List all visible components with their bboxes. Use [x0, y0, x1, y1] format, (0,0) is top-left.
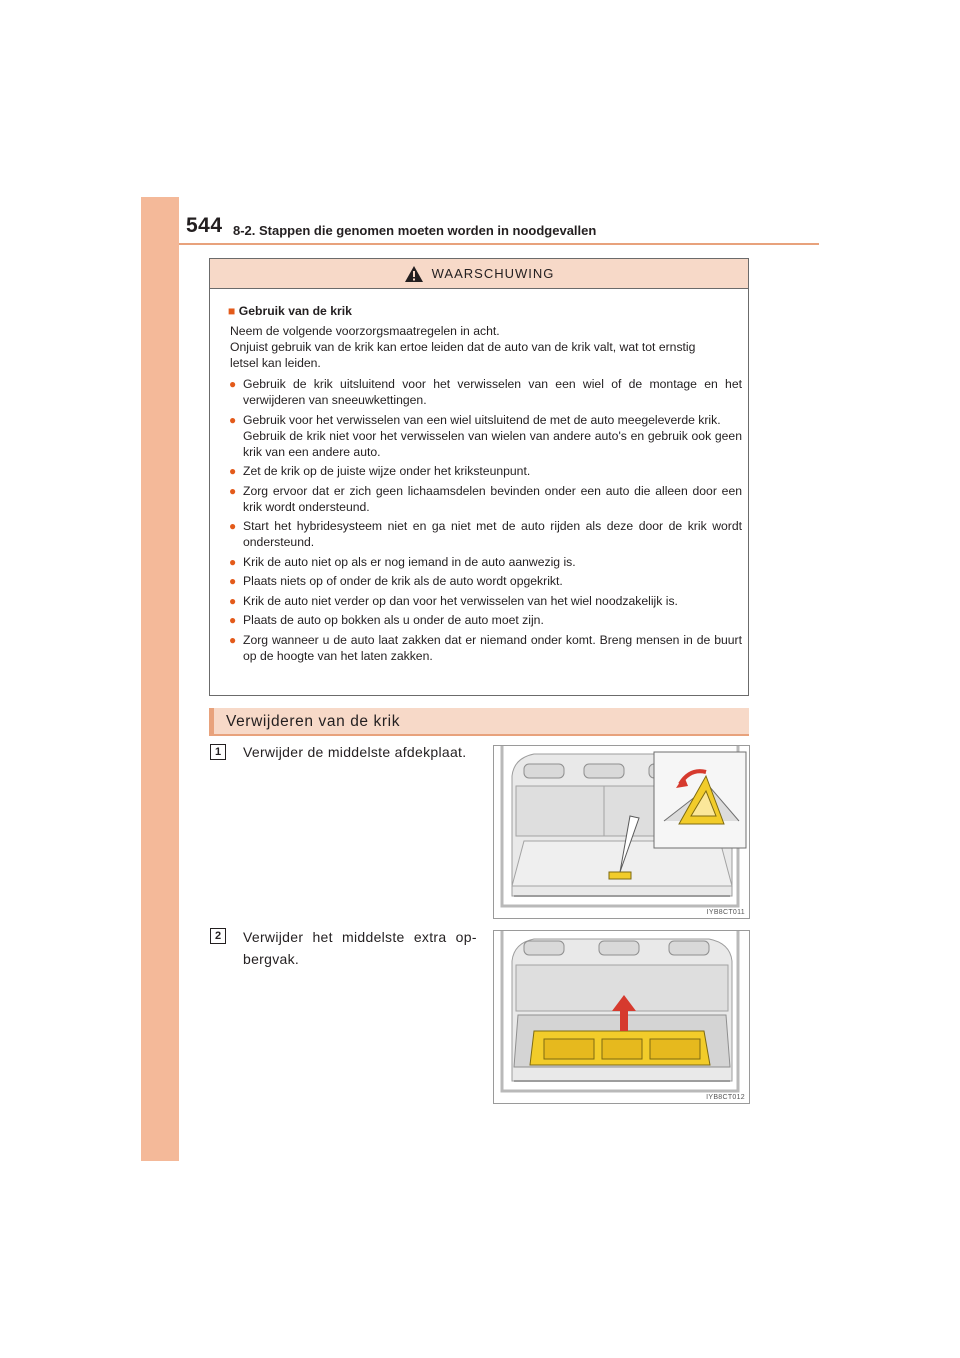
bullet-item: ●Krik de auto niet op als er nog iemand …	[229, 554, 576, 569]
bullet-item: ●Plaats de auto op bokken als u onder de…	[229, 613, 544, 627]
bullet-dot-icon: ●	[229, 632, 237, 647]
bullet-dot-icon: ●	[229, 519, 237, 533]
warning-intro: Neem de volgende voorzorgsmaatregelen in…	[230, 323, 742, 371]
section-title: 8-2. Stappen die genomen moeten worden i…	[233, 223, 597, 238]
square-bullet-icon: ■	[228, 304, 236, 318]
warning-box: WAARSCHUWING ■ Gebruik van de krik Neem …	[209, 258, 749, 696]
bullet-item: ●Gebruik de krik uitsluitend voor het ve…	[229, 377, 742, 407]
bullet-dot-icon: ●	[229, 483, 237, 498]
intro-line: Neem de volgende voorzorgsmaatregelen in…	[230, 324, 500, 338]
warning-subheading: ■ Gebruik van de krik	[228, 303, 742, 319]
header-rule	[179, 243, 819, 245]
step-number-2: 2	[210, 928, 226, 944]
warning-bullet-list: ●Gebruik de krik uitsluitend voor het ve…	[228, 376, 742, 664]
bullet-item: ●Gebruik voor het verwisselen van een wi…	[229, 412, 721, 427]
bullet-dot-icon: ●	[229, 574, 237, 588]
intro-line: Onjuist gebruik van de krik kan ertoe le…	[230, 340, 696, 354]
step-1-text: Verwijder de middelste afdekplaat.	[243, 744, 467, 760]
bullet-item: ●Zorg wanneer u de auto laat zakken dat …	[229, 632, 742, 663]
bullet-item: ●Zorg ervoor dat er zich geen lichaamsde…	[229, 483, 742, 514]
subsection-header: Verwijderen van de krik	[209, 708, 749, 736]
step-2-text: Verwijder het middelste extra op- bergva…	[243, 926, 477, 970]
storage-tray-illustration	[494, 931, 749, 1103]
bullet-dot-icon: ●	[229, 377, 237, 391]
figure-storage-tray: IYB8CT012	[493, 930, 750, 1104]
page-number: 544	[186, 214, 223, 237]
bullet-item: ●Zet de krik op de juiste wijze onder he…	[229, 464, 531, 478]
bullet-dot-icon: ●	[229, 593, 237, 608]
subsection-title: Verwijderen van de krik	[226, 713, 401, 730]
side-tab-band	[141, 197, 179, 1161]
figure-cover-plate: IYB8CT011	[493, 745, 750, 919]
step-number-1: 1	[210, 744, 226, 760]
figure-code: IYB8CT012	[706, 1094, 745, 1101]
bullet-dot-icon: ●	[229, 464, 237, 478]
warning-header: WAARSCHUWING	[210, 259, 748, 289]
bullet-dot-icon: ●	[229, 554, 237, 569]
bullet-item: ●Start het hybridesysteem niet en ga nie…	[229, 519, 742, 549]
intro-line: letsel kan leiden.	[230, 356, 321, 370]
bullet-dot-icon: ●	[229, 412, 237, 427]
bullet-item: ●Plaats niets op of onder de krik als de…	[229, 574, 563, 588]
bullet-dot-icon: ●	[229, 613, 237, 627]
warning-triangle-icon	[404, 265, 423, 282]
cargo-cover-illustration	[494, 746, 749, 918]
step-2-line: bergvak.	[243, 951, 300, 967]
bullet-continuation: Gebruik de krik niet voor het verwissele…	[243, 428, 742, 459]
warning-label: WAARSCHUWING	[431, 266, 555, 281]
step-2-line: Verwijder het middelste extra op-	[243, 929, 477, 945]
figure-code: IYB8CT011	[706, 909, 745, 916]
warning-subheading-text: Gebruik van de krik	[238, 304, 352, 318]
bullet-item: ●Krik de auto niet verder op dan voor he…	[229, 593, 678, 608]
